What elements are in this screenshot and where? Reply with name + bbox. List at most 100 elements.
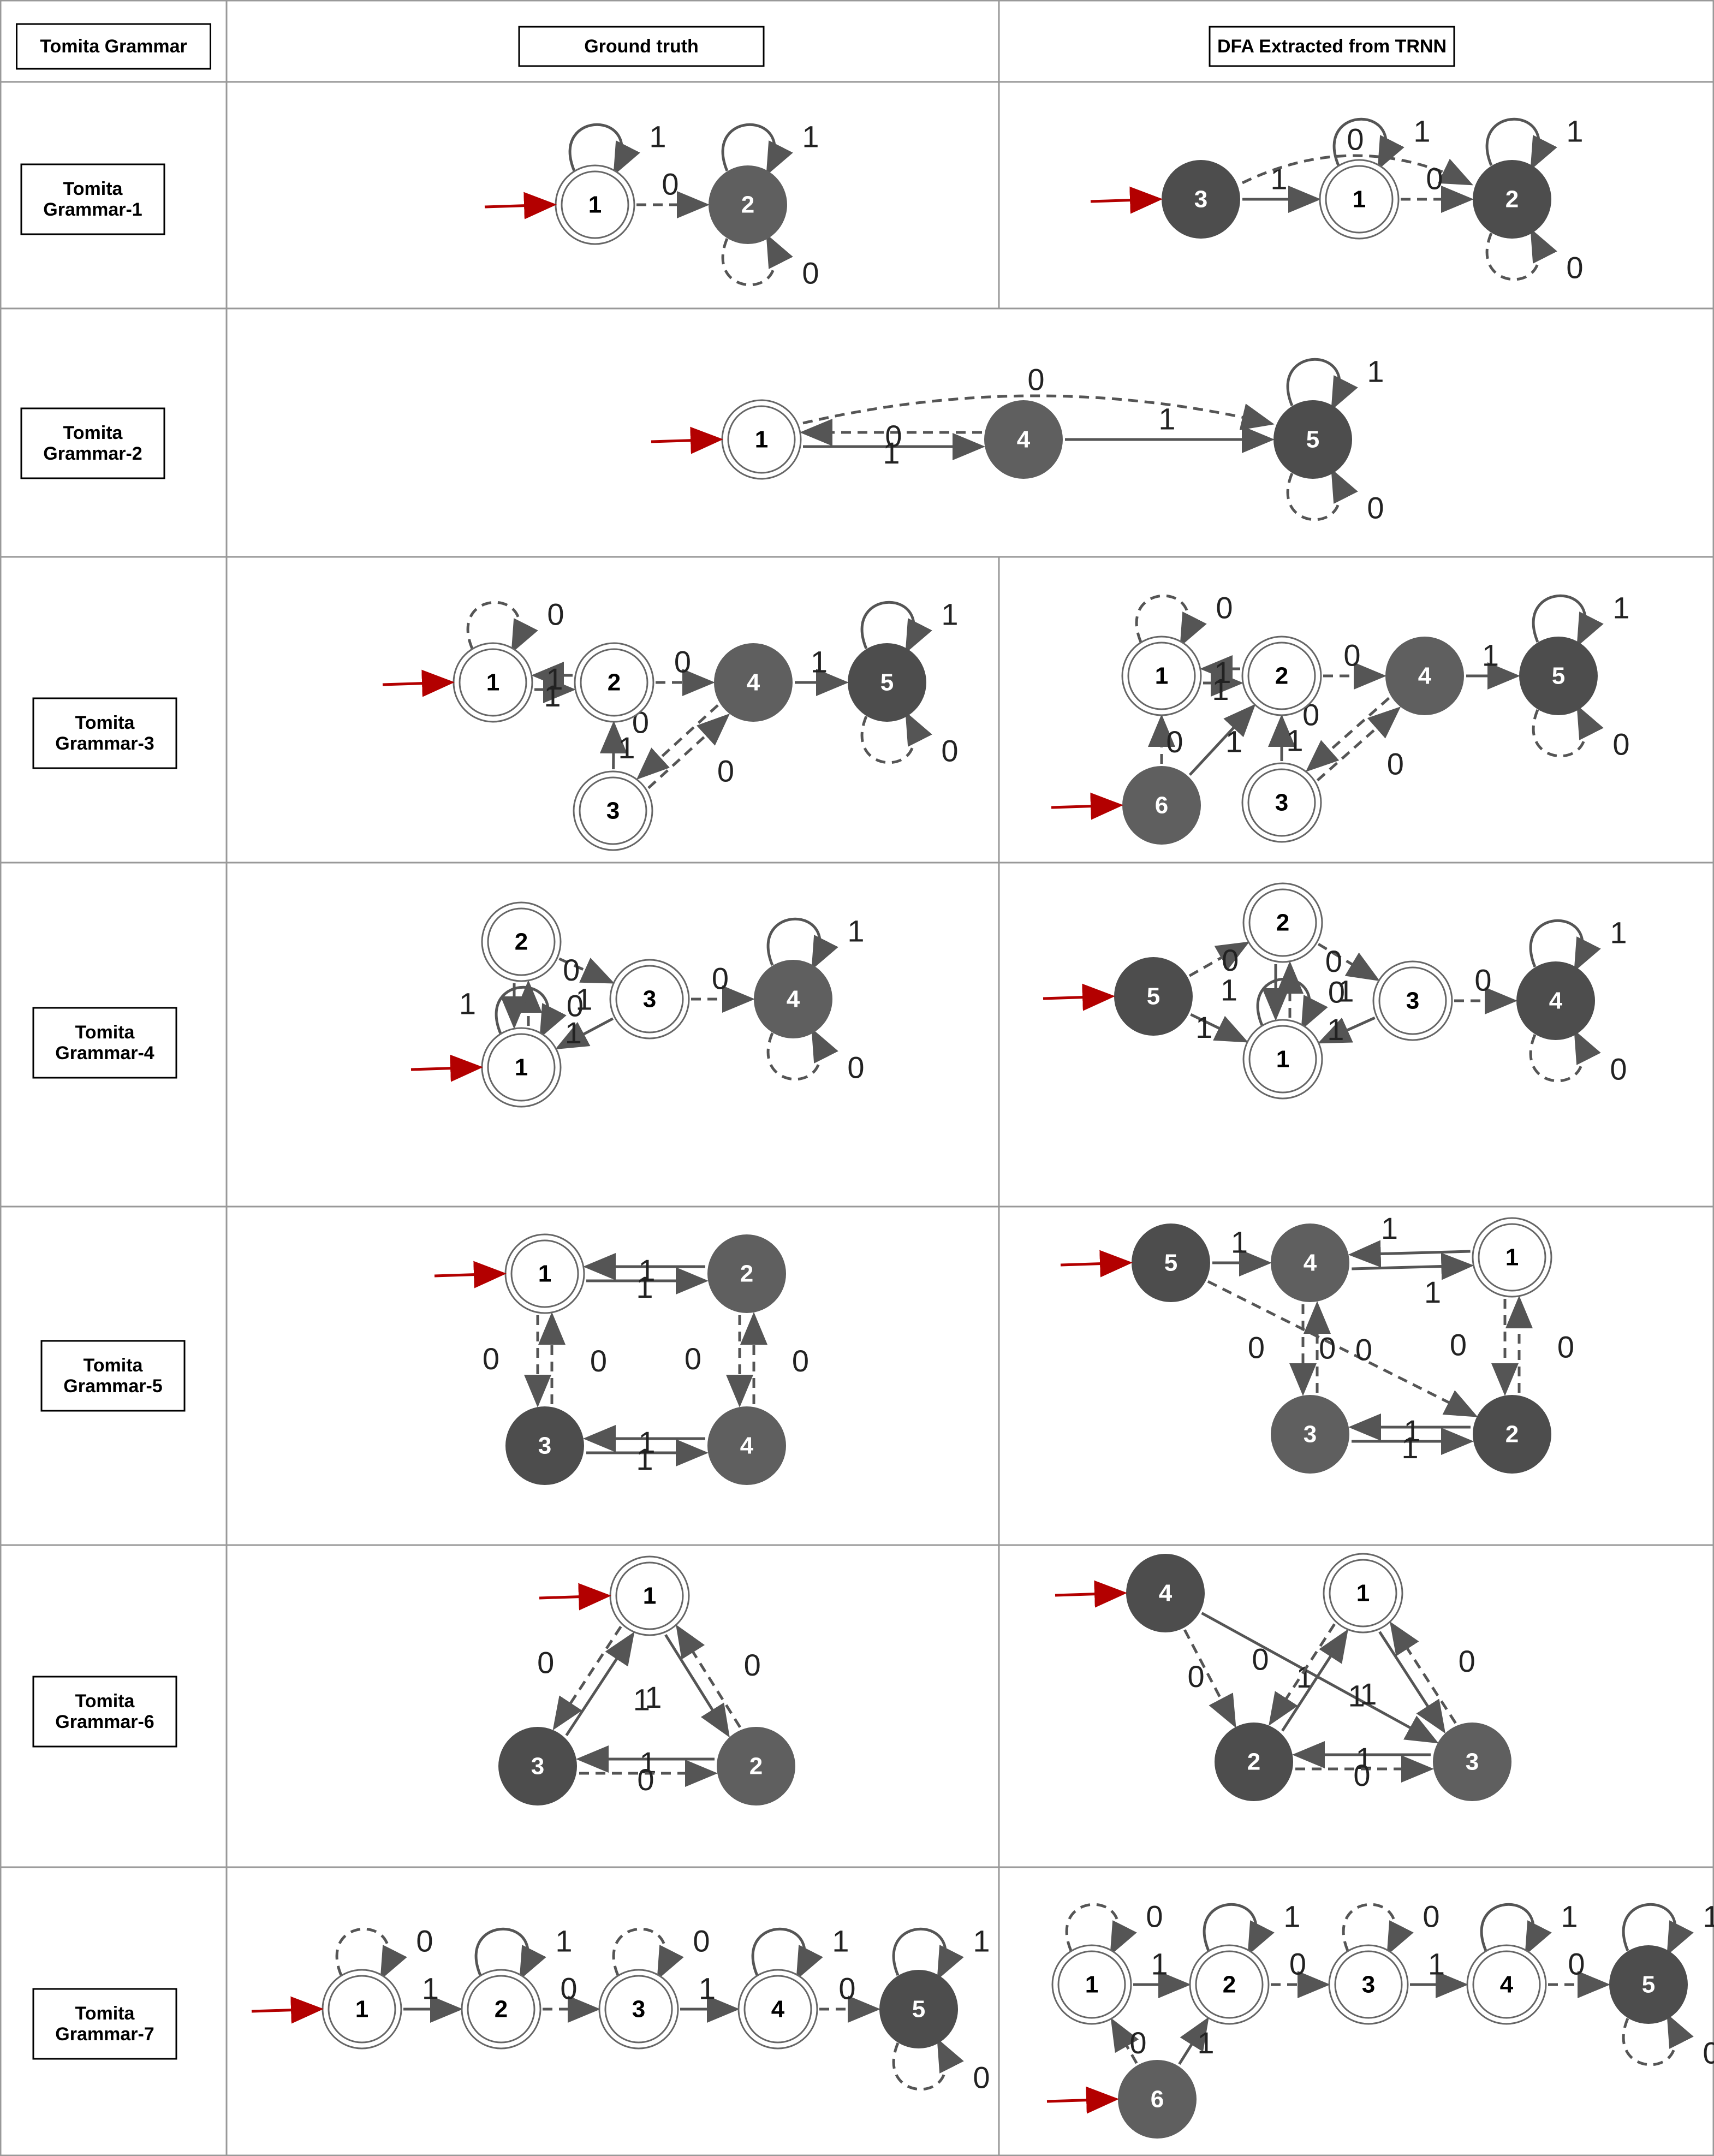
state-label: 3 <box>1194 186 1207 213</box>
state-label: 4 <box>1549 988 1563 1014</box>
edge-label: 0 <box>1426 162 1443 196</box>
edge-5-to-5-loop <box>860 601 932 654</box>
state-3-accepting: 3 <box>1372 960 1453 1041</box>
state-label: 2 <box>741 192 754 218</box>
edge-1-to-2 <box>664 1634 730 1738</box>
edge-5-to-5-loop <box>1622 2014 1694 2066</box>
state-circle <box>714 643 793 722</box>
start-arrow <box>1055 1580 1127 1608</box>
edge-1-to-1-loop <box>466 601 538 654</box>
edge-label: 0 <box>712 961 729 996</box>
state-label: 1 <box>1085 1971 1098 1998</box>
state-label: 3 <box>1406 988 1419 1014</box>
state-4-rejecting: 4 <box>714 643 793 722</box>
row-label-line1: Tomita <box>75 712 135 733</box>
state-3-rejecting: 3 <box>1090 160 1240 239</box>
state-5-rejecting: 5 <box>1273 400 1352 479</box>
state-label: 2 <box>740 1261 753 1287</box>
edge-1-to-1-loop <box>335 1927 407 1980</box>
edge-4-to-4-loop <box>1480 1903 1552 1956</box>
state-label: 4 <box>740 1433 754 1459</box>
row-label-line1: Tomita <box>63 179 123 199</box>
edge-4-to-4-loop <box>766 1028 838 1081</box>
row-label-box <box>32 1676 177 1748</box>
state-inner-ring <box>604 1975 673 2044</box>
state-label: 1 <box>1356 1580 1370 1607</box>
state-label: 4 <box>1159 1580 1173 1607</box>
edge-5-to-5-loop <box>1622 1903 1694 1956</box>
edge-label: 0 <box>685 1341 701 1376</box>
edge-label: 1 <box>1381 1211 1398 1245</box>
state-circle <box>1516 961 1595 1040</box>
state-2-accepting: 2 <box>1189 1944 1270 2025</box>
edge-5-to-2 <box>1188 941 1250 977</box>
state-4-rejecting: 4 <box>984 400 1063 479</box>
state-4-rejecting: 4 <box>1385 637 1464 715</box>
state-label: 5 <box>880 669 894 696</box>
state-circle <box>1118 2060 1197 2139</box>
state-circle <box>1273 400 1352 479</box>
edge-label: 0 <box>1129 2026 1146 2060</box>
state-inner-ring <box>510 1239 579 1308</box>
start-arrow <box>1060 1250 1133 1278</box>
state-inner-ring <box>1248 888 1317 957</box>
state-label: 1 <box>538 1261 551 1287</box>
row-label-box <box>32 1988 177 2060</box>
edge-label: 1 <box>1270 162 1287 196</box>
state-label: 1 <box>1505 1244 1519 1271</box>
state-circle <box>1609 1945 1688 2024</box>
state-label: 5 <box>1642 1971 1655 1998</box>
state-inner-ring <box>579 776 647 845</box>
state-1-accepting: 1 <box>651 399 802 480</box>
state-5-rejecting: 5 <box>848 643 926 722</box>
state-3-accepting: 3 <box>1328 1944 1409 2025</box>
edge-5-to-5-loop <box>860 711 932 764</box>
state-label: 2 <box>608 669 621 696</box>
edge-label: 0 <box>1459 1644 1475 1678</box>
state-inner-ring <box>459 648 527 717</box>
row-label-line2: Grammar-4 <box>55 1043 154 1064</box>
edge-2-to-2-loop <box>1485 117 1557 170</box>
state-circle <box>1132 1223 1210 1302</box>
edge-label: 1 <box>1428 1947 1445 1981</box>
edge-5-to-5-loop <box>1532 705 1604 758</box>
state-label: 5 <box>1552 663 1565 690</box>
header-tomita-grammar-box <box>16 23 211 70</box>
state-3-accepting: 3 <box>609 959 690 1040</box>
edge-label: 0 <box>1610 1052 1627 1086</box>
edge-label: 1 <box>636 1442 653 1476</box>
edge-label: 0 <box>847 1050 864 1085</box>
edge-label: 0 <box>1289 1947 1306 1981</box>
edge-label: 1 <box>1197 2026 1214 2060</box>
start-arrow <box>382 669 455 697</box>
state-1-accepting: 1 <box>382 642 533 723</box>
state-2-accepting: 2 <box>1241 635 1322 716</box>
state-3-accepting: 3 <box>1241 762 1322 843</box>
state-4-rejecting: 4 <box>1055 1554 1205 1632</box>
row-label-line1: Tomita <box>75 2003 135 2024</box>
row-label-line2: Grammar-7 <box>55 2024 154 2045</box>
edge-1-to-3 <box>1378 1631 1446 1734</box>
edge-label: 1 <box>1214 655 1231 690</box>
state-4-rejecting: 4 <box>707 1406 786 1485</box>
edge-5-to-5-loop <box>1286 358 1358 411</box>
state-label: 2 <box>515 929 528 955</box>
state-1-accepting: 1 <box>1319 159 1400 240</box>
row-labels: TomitaGrammar-1TomitaGrammar-2TomitaGram… <box>20 163 186 2060</box>
edge-label: 0 <box>1367 491 1384 525</box>
edge-label: 0 <box>563 953 580 987</box>
state-label: 4 <box>1304 1250 1317 1276</box>
state-inner-ring <box>727 405 796 474</box>
state-circle <box>505 1406 584 1485</box>
state-circle <box>1433 1723 1511 1801</box>
state-5-rejecting: 5 <box>1043 957 1193 1036</box>
edge-label: 1 <box>618 730 635 765</box>
edge-label: 1 <box>1566 114 1583 149</box>
edge-label: 1 <box>638 1425 655 1459</box>
edge-label: 1 <box>636 1270 653 1304</box>
edge-label: 1 <box>645 1680 662 1714</box>
